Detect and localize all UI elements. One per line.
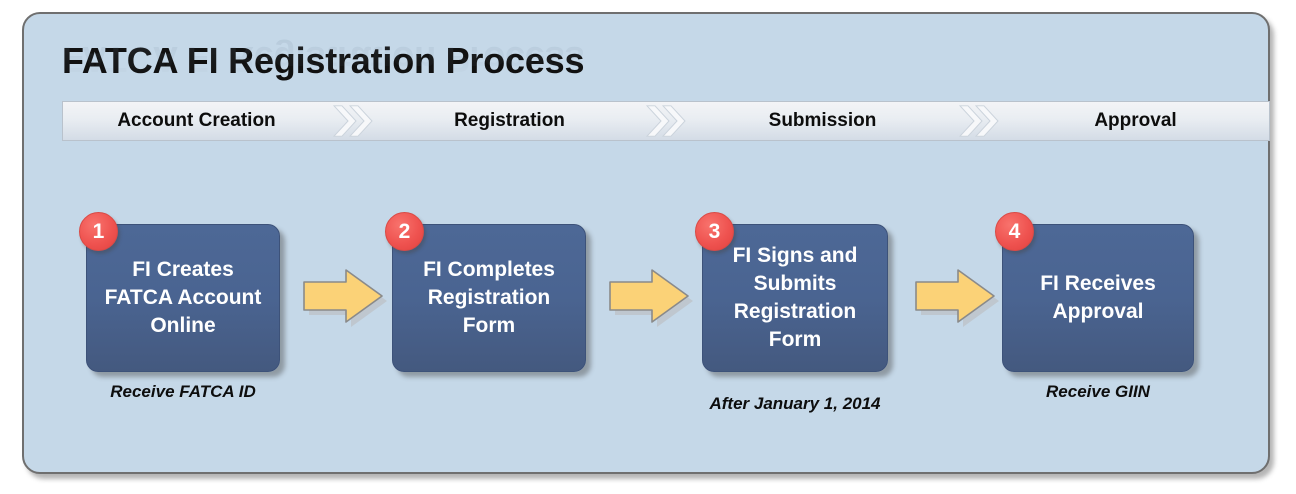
stage-bar: Account Creation Registration Submission <box>62 101 1270 141</box>
process-step-3-label: FI Signs and Submits Registration Form <box>732 244 858 351</box>
process-step-4-label: FI Receives Approval <box>1040 272 1156 323</box>
process-step-1-badge: 1 <box>79 212 118 251</box>
process-step-4-badge: 4 <box>995 212 1034 251</box>
process-step-3-badge: 3 <box>695 212 734 251</box>
process-step-1[interactable]: FI Creates FATCA Account Online <box>86 224 280 372</box>
page-title: FATCA FI Registration Process FATCA FI R… <box>62 39 585 104</box>
process-step-4[interactable]: FI Receives Approval <box>1002 224 1194 372</box>
double-chevron-right-icon <box>330 102 376 140</box>
double-chevron-right-icon <box>643 102 689 140</box>
process-step-4-caption: Receive GIIN <box>1046 382 1150 401</box>
arrow-right-icon <box>908 258 1000 334</box>
process-step-3-caption: After January 1, 2014 <box>709 394 881 413</box>
stage-item-submission[interactable]: Submission <box>768 110 877 131</box>
process-step-1-caption: Receive FATCA ID <box>110 382 256 401</box>
double-chevron-right-icon <box>956 102 1002 140</box>
process-step-2-badge: 2 <box>385 212 424 251</box>
stage-item-account-creation[interactable]: Account Creation <box>117 110 276 131</box>
process-step-2[interactable]: FI Completes Registration Form <box>392 224 586 372</box>
process-flow: FI Creates FATCA Account Online 1 Receiv… <box>24 14 1268 472</box>
process-step-1-label: FI Creates FATCA Account Online <box>104 258 262 337</box>
stage-item-registration[interactable]: Registration <box>454 110 565 131</box>
page-title-text: FATCA FI Registration Process <box>62 40 585 81</box>
arrow-right-icon <box>602 258 694 334</box>
diagram-panel: FATCA FI Registration Process FATCA FI R… <box>22 12 1270 474</box>
process-step-3[interactable]: FI Signs and Submits Registration Form <box>702 224 888 372</box>
arrow-right-icon <box>296 258 388 334</box>
stage-item-approval[interactable]: Approval <box>1094 110 1177 131</box>
process-step-2-label: FI Completes Registration Form <box>423 258 555 337</box>
